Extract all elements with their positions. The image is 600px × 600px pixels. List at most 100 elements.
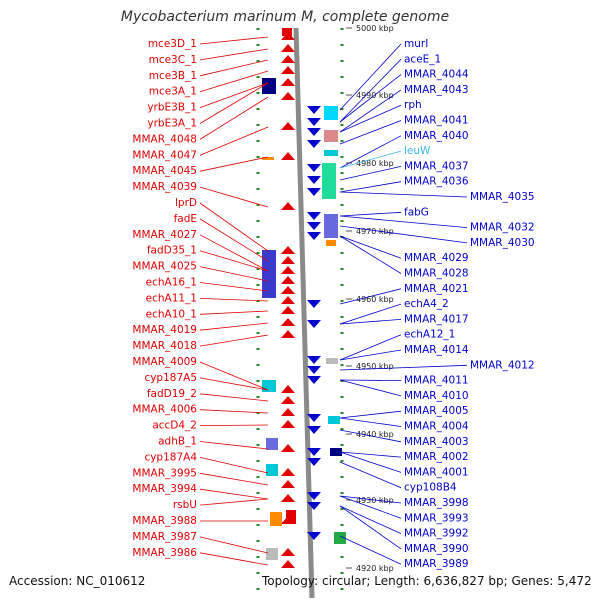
left-gene-leader-14 [199, 266, 269, 282]
reverse-feature-box-1 [324, 130, 338, 142]
reverse-feature-box-2 [324, 150, 338, 156]
scale-label-2: 4980 kbp [356, 159, 394, 168]
left-gene-leader-26 [199, 457, 269, 474]
right-gene-leader-13 [339, 225, 468, 244]
right-gene-label-5: MMAR_4041 [404, 115, 469, 127]
forward-gene-mark-22 [281, 444, 295, 452]
right-gene-leader-19 [339, 334, 402, 361]
left-gene-leader-13 [199, 250, 269, 272]
left-gene-leader-20 [199, 361, 269, 391]
left-gene-label-2: mce3B_1 [149, 70, 197, 82]
right-gene-label-27: MMAR_4002 [404, 451, 469, 463]
scale-label-7: 4930 kbp [356, 496, 394, 505]
right-gene-label-7: leuW [404, 145, 431, 157]
left-gene-label-6: MMAR_4048 [132, 133, 197, 145]
forward-gene-mark-21 [281, 420, 295, 428]
forward-gene-mark-7 [281, 152, 295, 160]
reverse-feature-box-0 [324, 106, 338, 120]
left-gene-label-29: rsbU [173, 499, 197, 511]
left-gene-leader-24 [199, 424, 269, 426]
forward-feature-box-4 [266, 464, 278, 476]
left-gene-leader-25 [199, 441, 269, 450]
left-gene-leader-1 [199, 48, 269, 61]
forward-gene-mark-18 [281, 385, 295, 393]
left-gene-label-19: MMAR_4018 [132, 340, 197, 352]
reverse-gene-mark-2 [307, 128, 321, 136]
left-gene-label-1: mce3C_1 [149, 54, 197, 66]
left-gene-label-12: MMAR_4027 [132, 229, 197, 241]
forward-gene-mark-16 [281, 318, 295, 326]
right-gene-leader-25 [339, 417, 402, 427]
right-gene-leader-16 [339, 288, 402, 305]
right-gene-leader-10 [339, 191, 468, 198]
scale-label-8: 4920 kbp [356, 564, 394, 573]
reverse-feature-box-4 [324, 214, 338, 238]
left-gene-leader-29 [199, 498, 269, 506]
right-gene-leader-18 [339, 319, 402, 325]
reverse-feature-box-7 [328, 416, 340, 424]
reverse-gene-mark-21 [307, 532, 321, 540]
reverse-gene-mark-14 [307, 376, 321, 384]
left-gene-leader-5 [199, 82, 269, 124]
forward-gene-mark-12 [281, 276, 295, 284]
right-gene-leader-1 [339, 59, 402, 123]
reverse-gene-mark-16 [307, 426, 321, 434]
right-gene-label-10: MMAR_4035 [470, 191, 535, 203]
left-gene-leader-17 [199, 310, 269, 315]
left-gene-label-16: echA11_1 [146, 292, 197, 304]
left-gene-leader-21 [199, 377, 269, 391]
left-gene-label-18: MMAR_4019 [132, 324, 197, 336]
forward-gene-mark-13 [281, 286, 295, 294]
right-gene-label-25: MMAR_4004 [404, 421, 469, 433]
right-gene-leader-0 [339, 43, 402, 111]
forward-gene-mark-27 [281, 548, 295, 556]
right-gene-leader-4 [339, 104, 402, 133]
left-gene-label-9: MMAR_4039 [132, 181, 197, 193]
right-gene-leader-7 [339, 150, 402, 169]
left-gene-leader-0 [199, 36, 269, 45]
scale-label-6: 4940 kbp [356, 430, 394, 439]
reverse-gene-mark-7 [307, 212, 321, 220]
reverse-gene-mark-4 [307, 164, 321, 172]
left-gene-leader-19 [199, 334, 269, 347]
reverse-feature-box-9 [334, 532, 346, 544]
right-gene-leader-27 [339, 451, 402, 458]
left-gene-leader-12 [199, 234, 269, 272]
right-gene-leader-9 [339, 181, 402, 193]
right-gene-label-3: MMAR_4043 [404, 84, 469, 96]
right-gene-label-29: cyp108B4 [404, 482, 457, 494]
right-gene-leader-11 [339, 211, 402, 217]
forward-gene-mark-20 [281, 408, 295, 416]
right-gene-leader-3 [339, 89, 402, 133]
right-gene-label-22: MMAR_4011 [404, 375, 469, 387]
left-gene-leader-10 [199, 202, 269, 252]
right-gene-leader-8 [339, 166, 402, 181]
forward-gene-mark-1 [281, 44, 295, 52]
left-gene-leader-3 [199, 70, 269, 93]
forward-gene-mark-23 [281, 468, 295, 476]
left-gene-label-3: mce3A_1 [149, 86, 197, 98]
right-gene-label-18: MMAR_4017 [404, 313, 469, 325]
right-gene-leader-14 [339, 235, 402, 259]
right-gene-leader-30 [339, 495, 402, 504]
forward-gene-mark-8 [281, 202, 295, 210]
right-gene-label-2: MMAR_4044 [404, 69, 469, 81]
reverse-gene-mark-15 [307, 414, 321, 422]
reverse-gene-mark-9 [307, 232, 321, 240]
left-gene-leader-28 [199, 488, 269, 500]
left-gene-label-7: MMAR_4047 [132, 149, 197, 161]
left-gene-label-5: yrbE3A_1 [147, 118, 197, 130]
reverse-gene-mark-19 [307, 492, 321, 500]
forward-gene-mark-24 [281, 480, 295, 488]
right-gene-label-6: MMAR_4040 [404, 130, 469, 142]
forward-gene-mark-11 [281, 266, 295, 274]
forward-gene-mark-4 [281, 78, 295, 86]
right-gene-label-21: MMAR_4012 [470, 359, 535, 371]
reverse-gene-mark-6 [307, 188, 321, 196]
right-gene-label-23: MMAR_4010 [404, 390, 469, 402]
forward-feature-box-2 [262, 380, 276, 392]
left-gene-leader-2 [199, 59, 269, 77]
reverse-gene-mark-13 [307, 366, 321, 374]
reverse-gene-mark-5 [307, 176, 321, 184]
